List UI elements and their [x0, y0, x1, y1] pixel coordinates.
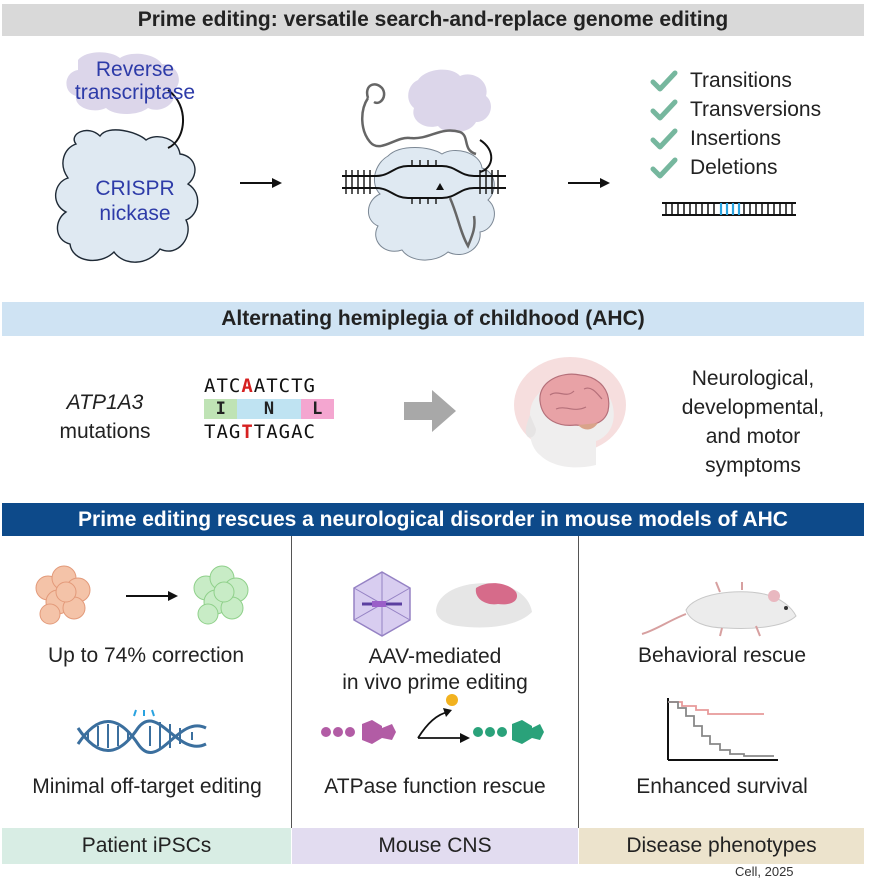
dna-lower — [342, 187, 506, 199]
footer-disease-phenotypes: Disease phenotypes — [579, 828, 864, 864]
aav-and-mouse-brain-illustration — [353, 571, 532, 637]
checkmark-icon — [650, 157, 678, 178]
pegrna-strand — [361, 97, 477, 156]
edit-type-label: Transversions — [690, 97, 822, 121]
col1-result1: Up to 74% correction — [47, 644, 245, 667]
panel2-title-banner: Alternating hemiplegia of childhood (AHC… — [2, 302, 864, 336]
nickase-blob — [368, 147, 495, 261]
col3-result1: Behavioral rescue — [637, 644, 807, 667]
checkmark-icon — [650, 70, 678, 91]
mutated-base: A — [241, 375, 254, 397]
gene-label: ATP1A3 mutations — [40, 388, 170, 446]
pegrna-tail — [448, 197, 476, 249]
panel1-title: Prime editing: versatile search-and-repl… — [137, 8, 729, 31]
ion-icon — [446, 694, 458, 706]
footer-patient-ipscs: Patient iPSCs — [2, 828, 291, 864]
footer-mouse-cns: Mouse CNS — [292, 828, 578, 864]
dna-helix-icon — [76, 709, 207, 754]
col2-result1: AAV-mediated in vivo prime editing — [342, 645, 528, 694]
mouse-brain-icon — [475, 583, 518, 605]
edit-type-item: Deletions — [650, 153, 860, 182]
rt-blob — [408, 69, 491, 133]
nick-site-marker — [436, 183, 444, 190]
amino-acid: L — [300, 399, 334, 419]
child-brain-icon — [514, 357, 626, 468]
treated-curve — [668, 701, 764, 715]
symptoms-label: Neurological, developmental, and motor s… — [681, 367, 825, 477]
crispr-nickase-label: CRISPR nickase — [95, 177, 175, 225]
survival-curve-icon — [667, 698, 778, 761]
arrow-right-icon — [568, 178, 610, 188]
citation: Cell, 2025 — [735, 864, 794, 879]
prime-editing-complex-on-dna — [342, 69, 506, 261]
panel1-title-banner: Prime editing: versatile search-and-repl… — [2, 4, 864, 36]
big-arrow-right-icon — [404, 390, 456, 432]
pegrna-loop — [365, 83, 386, 105]
corrected-cell-cluster — [193, 565, 249, 625]
edited-dna-icon — [662, 202, 796, 216]
gene-suffix: mutations — [59, 420, 151, 443]
arrow-right-icon — [240, 178, 282, 188]
edit-type-label: Insertions — [690, 126, 782, 150]
edit-type-item: Transitions — [650, 66, 860, 95]
edit-type-item: Transversions — [650, 95, 860, 124]
col2-result2: ATPase function rescue — [324, 775, 546, 798]
checkmark-icon — [650, 99, 678, 120]
col1-result2: Minimal off-target editing — [32, 775, 262, 798]
gene-name: ATP1A3 — [66, 391, 144, 414]
col3-result2: Enhanced survival — [636, 775, 808, 798]
column-divider — [291, 536, 292, 828]
edit-type-label: Transitions — [690, 68, 792, 92]
mouse-illustration — [641, 581, 797, 637]
crispr-nickase-shape — [55, 129, 199, 263]
reverse-transcriptase-shape — [66, 52, 179, 114]
bottom-strand: TAGTTAGAC — [204, 421, 316, 443]
amino-acid: N — [237, 399, 301, 419]
mouse-tail — [641, 613, 687, 635]
edit-type-label: Deletions — [690, 155, 778, 179]
ipsc-cells-illustration — [35, 565, 249, 625]
mutated-base: T — [241, 421, 254, 443]
edit-type-item: Insertions — [650, 124, 860, 153]
edit-types-list: Transitions Transversions Insertions Del… — [650, 66, 860, 182]
dna-rungs — [345, 160, 499, 204]
checkmark-icon — [650, 128, 678, 149]
top-strand: ATCAATCTG — [204, 375, 316, 397]
rt-label: Reverse transcriptase — [74, 58, 196, 104]
mutant-cell-cluster — [35, 565, 91, 625]
panel3-title-banner: Prime editing rescues a neurological dis… — [2, 503, 864, 536]
linker-curve-2 — [479, 139, 493, 173]
column-divider — [578, 536, 579, 828]
rescued-protein-icon — [473, 720, 544, 744]
dna-sequence-block: ATCAATCTG I N L TAGTTAGAC — [204, 375, 344, 445]
prime-editor-protein-illustration — [55, 52, 199, 263]
untreated-curve — [668, 701, 774, 757]
panel3-title: Prime editing rescues a neurological dis… — [78, 507, 788, 531]
amino-acid: I — [204, 399, 238, 419]
amino-acid-row: I N L — [204, 399, 334, 419]
atpase-rescue-illustration — [321, 694, 544, 744]
linker-curve — [167, 89, 184, 149]
brain-shape — [539, 373, 610, 427]
mouse-body-icon — [685, 591, 797, 629]
mutant-protein-icon — [321, 720, 396, 744]
dna-upper — [342, 165, 506, 177]
panel2-title: Alternating hemiplegia of childhood (AHC… — [221, 307, 645, 330]
